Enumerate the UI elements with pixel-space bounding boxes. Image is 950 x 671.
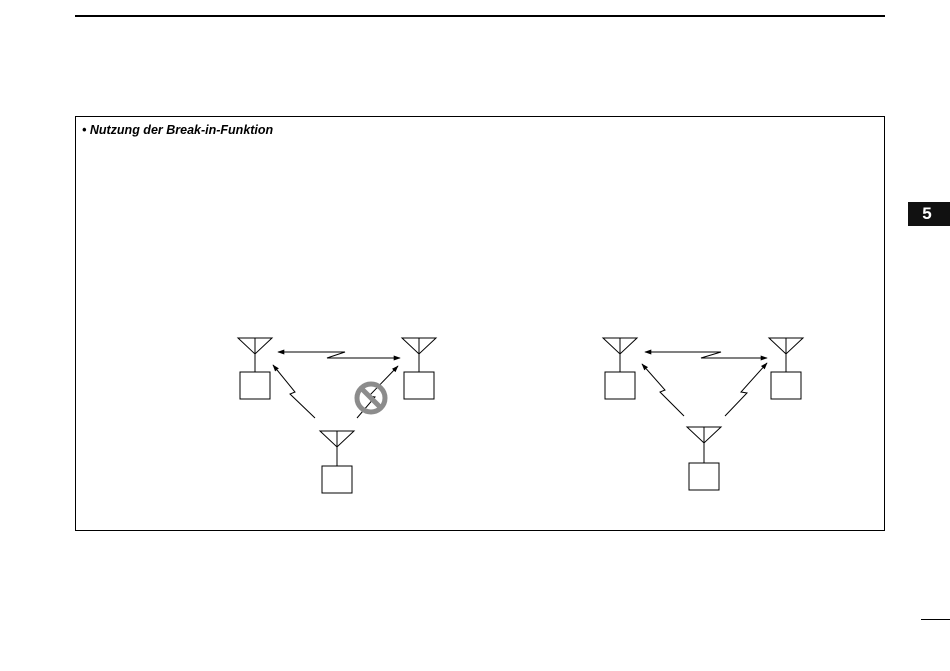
- station-left-top: [603, 338, 637, 399]
- antenna-icon: [320, 431, 354, 466]
- radio-unit: [689, 463, 719, 490]
- station-bottom: [687, 427, 721, 490]
- diagram-left: [238, 338, 436, 493]
- link-one-way: [273, 365, 315, 418]
- prohibited-icon: [357, 384, 385, 412]
- radio-unit: [605, 372, 635, 399]
- link-one-way: [725, 363, 767, 416]
- diagram-right: [603, 338, 803, 490]
- link-one-way: [642, 364, 684, 416]
- antenna-icon: [238, 338, 272, 372]
- antenna-icon: [603, 338, 637, 372]
- antenna-icon: [769, 338, 803, 372]
- link-two-way: [645, 352, 767, 358]
- station-left-top: [238, 338, 272, 399]
- radio-unit: [771, 372, 801, 399]
- station-right-top: [402, 338, 436, 399]
- antenna-icon: [402, 338, 436, 372]
- radio-unit: [322, 466, 352, 493]
- station-right-top: [769, 338, 803, 399]
- link-two-way: [278, 352, 400, 358]
- antenna-icon: [687, 427, 721, 463]
- radio-unit: [404, 372, 434, 399]
- radio-unit: [240, 372, 270, 399]
- station-bottom: [320, 431, 354, 493]
